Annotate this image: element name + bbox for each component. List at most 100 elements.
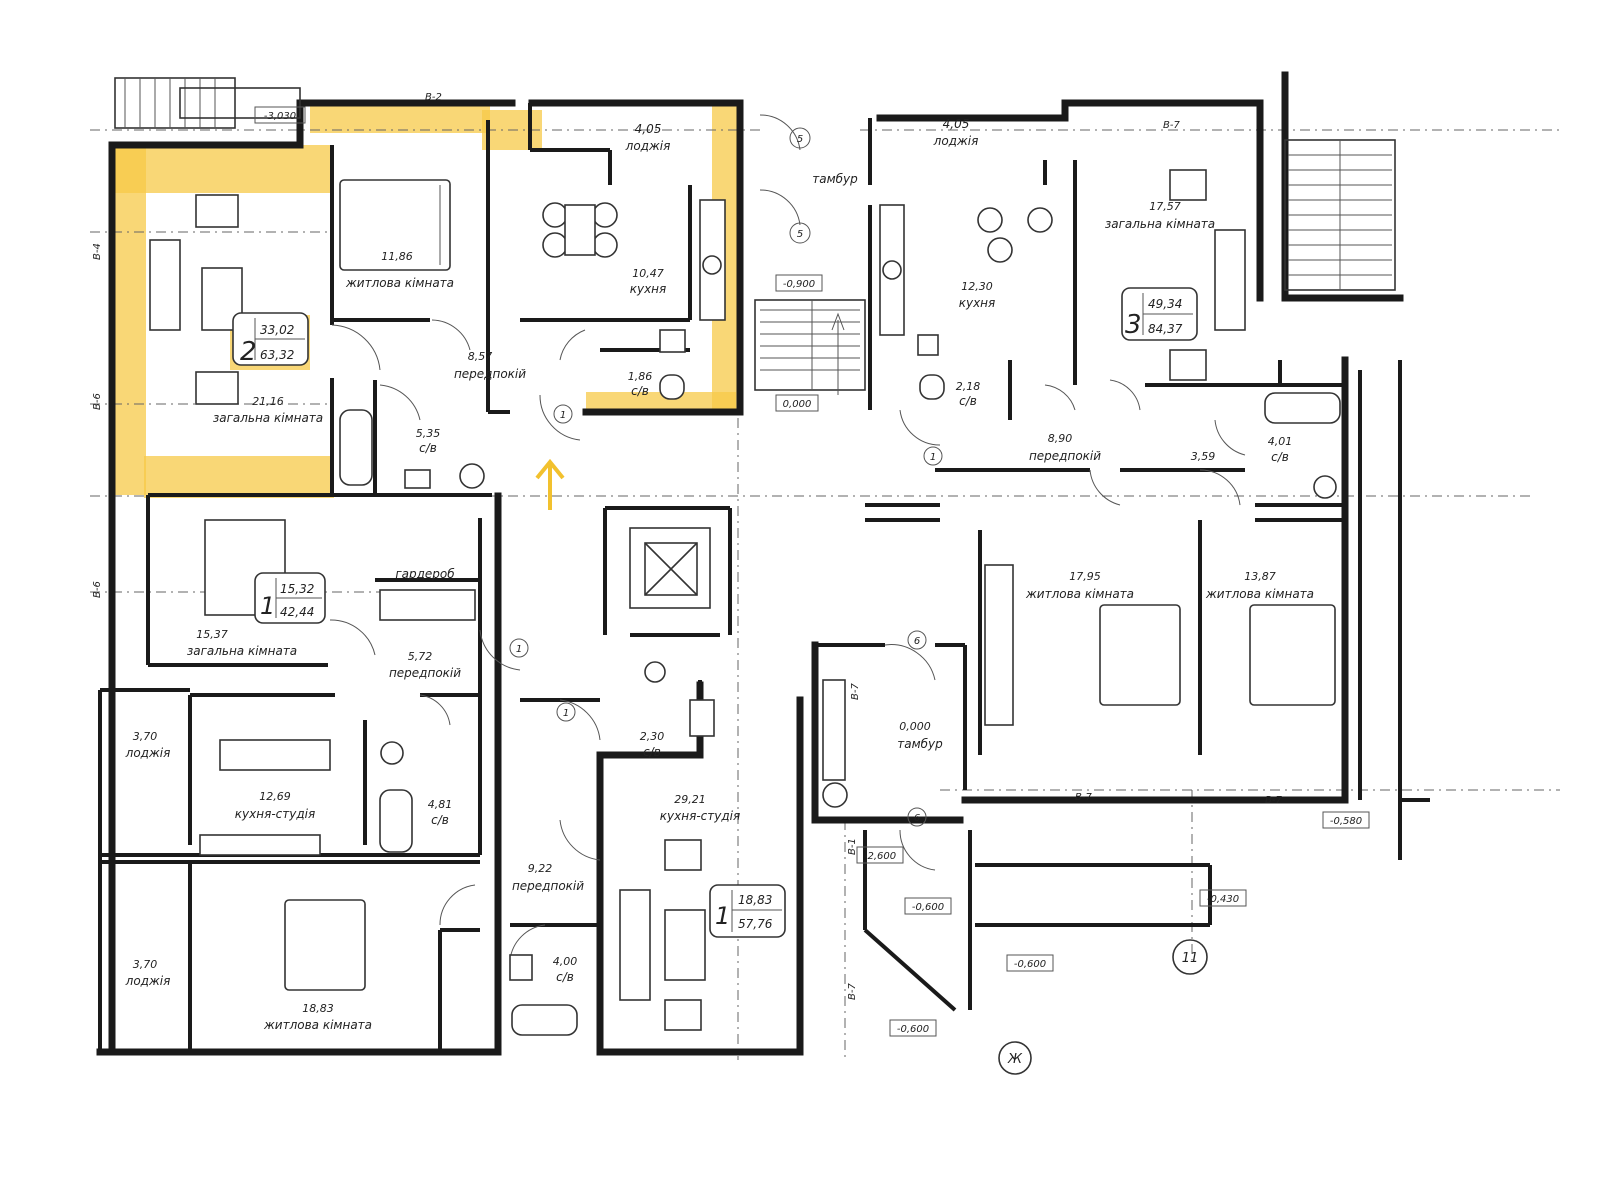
a2-kitchen-name: кухня xyxy=(630,282,667,296)
a2-hall-name: передпокій xyxy=(454,367,526,381)
a2-living-area-total: 33,02 xyxy=(260,323,294,337)
a1l-kitchen-name: кухня-студія xyxy=(235,807,315,821)
a3-total-area: 84,37 xyxy=(1148,322,1183,336)
door-tag: 5 xyxy=(797,134,803,145)
entrance-arrow xyxy=(535,312,845,510)
a2-wc-name: с/в xyxy=(631,384,649,398)
door-tag: 1 xyxy=(560,410,566,421)
a1l-living-area: 15,37 xyxy=(196,628,228,641)
a1l-hall-area: 5,72 xyxy=(408,650,433,663)
a3-bedroom2-name: житлова кімната xyxy=(1205,587,1314,601)
a2-wc-area: 1,86 xyxy=(628,370,653,383)
axis-label: В-7 xyxy=(1163,120,1180,131)
a2-bath-area: 5,35 xyxy=(416,427,441,440)
a1-left-number: 1 xyxy=(260,592,275,620)
a1c-bedroom-area: 18,83 xyxy=(302,1002,334,1015)
a1c-hall-area: 9,22 xyxy=(528,862,553,875)
level-mark: -0,600 xyxy=(912,902,944,913)
level-mark: -0,580 xyxy=(1330,816,1362,827)
a3-bedroom1-area: 17,95 xyxy=(1069,570,1101,583)
a2-kitchen-area: 10,47 xyxy=(632,267,664,280)
grid-mark: 11 xyxy=(1182,951,1199,966)
a1-center-total-area: 57,76 xyxy=(738,917,773,931)
a2-living-name: загальна кімната xyxy=(213,411,323,425)
a2-total-area: 63,32 xyxy=(260,348,294,362)
a2-loggia-name: лоджія xyxy=(625,139,671,153)
door-tag: 1 xyxy=(516,644,522,655)
level-mark: 0,000 xyxy=(783,399,812,410)
axis-label: В-2 xyxy=(425,92,442,103)
a3-wc-name: с/в xyxy=(959,394,977,408)
axis-label: В-7 xyxy=(1265,795,1282,806)
axis-label: В-7 xyxy=(850,683,861,700)
labels: 4,05 лоджія 11,86 житлова кімната 10,47 … xyxy=(92,92,1362,1067)
a2-bath-name: с/в xyxy=(419,441,437,455)
outer-walls xyxy=(96,71,1404,1056)
a3-bedroom1-name: житлова кімната xyxy=(1025,587,1134,601)
a1c-wc-name: с/в xyxy=(643,745,661,759)
door-swings xyxy=(329,114,1246,961)
level-mark: -0,430 xyxy=(1207,894,1239,905)
a3-living-area: 17,57 xyxy=(1149,200,1181,213)
a1c-kitchen-area: 29,21 xyxy=(674,793,706,806)
a2-number: 2 xyxy=(240,337,257,367)
axis-label: В-6 xyxy=(92,393,103,410)
axis-label: В-4 xyxy=(92,243,103,260)
level-mark: -0,600 xyxy=(897,1024,929,1035)
furniture xyxy=(149,169,1341,1036)
a1l-bath-name: с/в xyxy=(431,813,449,827)
level-mark: -2,600 xyxy=(864,851,896,862)
left-loggia2-name: лоджія xyxy=(125,974,171,988)
a3-bedroom2-area: 13,87 xyxy=(1244,570,1276,583)
apartment-tag-frames xyxy=(232,287,1198,938)
door-tag: 5 xyxy=(797,229,803,240)
axis-label: В-1 xyxy=(847,838,858,855)
a3-loggia-name: лоджія xyxy=(933,134,979,148)
axis-label: В-7 xyxy=(1075,792,1092,803)
a1c-kitchen-name: кухня-студія xyxy=(660,809,740,823)
a3-wc-area: 2,18 xyxy=(956,380,981,393)
a1l-bath-area: 4,81 xyxy=(428,798,453,811)
door-tag: 6 xyxy=(914,636,920,647)
a3-corridor-area: 3,59 xyxy=(1191,450,1216,463)
a3-living-name: загальна кімната xyxy=(1105,217,1215,231)
a3-bath-area: 4,01 xyxy=(1268,435,1293,448)
a3-living-area-total: 49,34 xyxy=(1148,297,1182,311)
grid-mark: Ж xyxy=(1007,1052,1023,1067)
a3-bath-name: с/в xyxy=(1271,450,1289,464)
a2-living-area: 21,16 xyxy=(252,395,284,408)
a3-hall-name: передпокій xyxy=(1029,449,1101,463)
a1c-bath-area: 4,00 xyxy=(553,955,578,968)
level-mark: -0,900 xyxy=(783,279,815,290)
stairs xyxy=(114,77,1396,391)
a1l-living-name: загальна кімната xyxy=(187,644,297,658)
a1l-wardrobe-name: гардероб xyxy=(395,567,455,581)
inner-walls xyxy=(98,103,1430,1052)
door-tag: 1 xyxy=(930,452,936,463)
left-loggia1-area: 3,70 xyxy=(133,730,158,743)
axis-label: В-6 xyxy=(92,581,103,598)
door-tag: 6 xyxy=(914,813,920,824)
a1c-bedroom-name: житлова кімната xyxy=(263,1018,372,1032)
a2-bedroom-name: житлова кімната xyxy=(345,276,454,290)
door-tag-circles xyxy=(509,127,1208,1075)
a1l-hall-name: передпокій xyxy=(389,666,461,680)
a3-number: 3 xyxy=(1125,310,1142,340)
a3-loggia-area: 4,05 xyxy=(943,117,970,131)
left-loggia1-name: лоджія xyxy=(125,746,171,760)
a1-center-number: 1 xyxy=(715,902,730,930)
a1c-bath-name: с/в xyxy=(556,970,574,984)
vestibule-top-name: тамбур xyxy=(812,172,858,186)
vestibule-mid-name: тамбур xyxy=(897,737,943,751)
axis-label: В-7 xyxy=(847,983,858,1000)
level-marker-frames xyxy=(254,106,1370,1037)
left-loggia2-area: 3,70 xyxy=(133,958,158,971)
a1c-hall-name: передпокій xyxy=(512,879,584,893)
a3-kitchen-area: 12,30 xyxy=(961,280,993,293)
level-mark: -3,030 xyxy=(264,111,296,122)
level-mark: -0,600 xyxy=(1014,959,1046,970)
vestibule-mid-level: 0,000 xyxy=(899,720,931,733)
a2-hall-area: 8,57 xyxy=(468,350,493,363)
